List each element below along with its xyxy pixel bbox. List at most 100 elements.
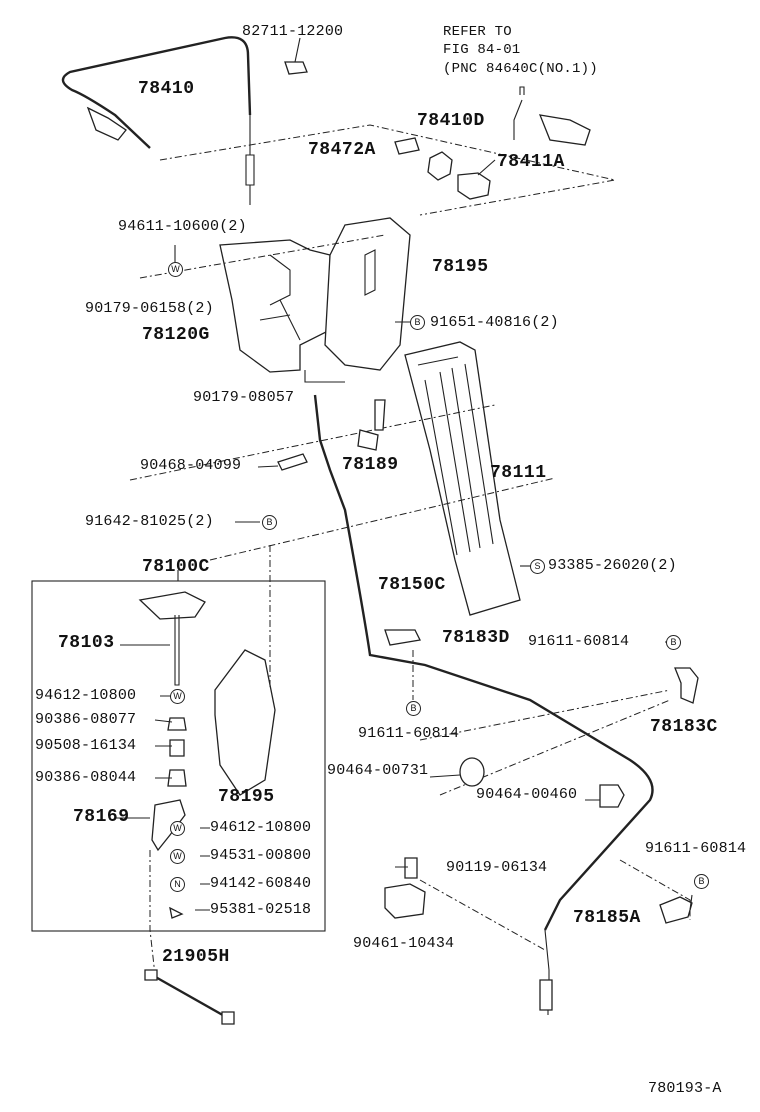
bracket-78183c: [674, 667, 699, 704]
label-90464-00731: 90464-00731: [327, 762, 429, 779]
pedal-ribs: [417, 356, 494, 556]
rod-21905h: [151, 973, 229, 1020]
label-78111: 78111: [490, 463, 547, 483]
label-90461-10434: 90461-10434: [353, 935, 455, 952]
leader-78411a: [477, 159, 496, 176]
label-91642-81025: 91642-81025(2): [85, 513, 214, 530]
leaders-mid: [235, 321, 410, 523]
lever-shaft: [174, 615, 180, 686]
cable-78410: [61, 36, 252, 149]
symbol-b-bolt: B: [406, 701, 421, 716]
label-78411a: 78411A: [497, 152, 565, 172]
label-78169: 78169: [73, 807, 130, 827]
label-78150c: 78150C: [378, 575, 446, 595]
label-91611-60814-c: 91611-60814: [645, 841, 747, 857]
cable-end-fitting: [86, 106, 127, 141]
dash-78169: [149, 850, 156, 976]
label-90179-08057: 90179-08057: [193, 389, 295, 406]
label-93385-26020: 93385-26020(2): [548, 557, 677, 574]
label-78410: 78410: [138, 79, 195, 99]
label-78183d: 78183D: [442, 628, 510, 648]
clamp-90464-00731: [459, 757, 485, 787]
part-95381: [169, 906, 184, 919]
dash-pedal-2: [209, 477, 556, 561]
switch-wire: [513, 86, 525, 140]
leaders-box: [154, 695, 210, 911]
bracket-78183d: [384, 629, 421, 646]
label-78195-lower: 78195: [218, 787, 275, 807]
label-78189: 78189: [342, 455, 399, 475]
label-94611-10600: 94611-10600(2): [118, 218, 247, 235]
label-90386-08044: 90386-08044: [35, 769, 137, 786]
pedal-78111: [404, 341, 521, 616]
bolt-90119: [404, 857, 418, 879]
label-95381-02518: 95381-02518: [210, 901, 312, 918]
label-94612-10800-b: 94612-10800: [210, 819, 312, 836]
label-94531-00800: 94531-00800: [210, 847, 312, 864]
dash-outline-top: [159, 124, 616, 216]
symbol-b-bolt: B: [262, 515, 277, 530]
cable-78150c: [313, 394, 654, 931]
label-91611-60814-a: 91611-60814: [528, 633, 630, 650]
symbol-s-screw: S: [530, 559, 545, 574]
label-78183c: 78183C: [650, 717, 718, 737]
symbol-b-bolt: B: [694, 874, 709, 889]
symbol-b-bolt: B: [666, 635, 681, 650]
part-90508: [169, 739, 185, 757]
label-90468-04099: 90468-04099: [140, 457, 242, 474]
label-90179-06158: 90179-06158(2): [85, 300, 214, 317]
label-21905h: 21905H: [162, 947, 230, 967]
clamp-90464-00460: [599, 784, 625, 808]
label-78472a: 78472A: [308, 140, 376, 160]
label-78100c: 78100C: [142, 557, 210, 577]
cable-rod: [245, 115, 255, 205]
leaders-box-left: [115, 644, 170, 819]
cap-78411a: [457, 172, 491, 200]
dash-78183c: [419, 689, 671, 796]
symbol-n-nut: N: [170, 877, 185, 892]
reference-line-1: REFER TO: [443, 24, 512, 40]
diagram-id: 780193-A: [648, 1080, 722, 1097]
switch-body: [538, 114, 591, 146]
label-78103: 78103: [58, 633, 115, 653]
dash-bottom: [419, 859, 691, 951]
bracket-78185a: [659, 896, 693, 924]
label-78410d: 78410D: [417, 111, 485, 131]
part-90386-08077: [167, 717, 187, 731]
label-91611-60814-b: 91611-60814: [358, 725, 460, 742]
label-90508-16134: 90508-16134: [35, 737, 137, 754]
label-94612-10800-a: 94612-10800: [35, 687, 137, 704]
reference-line-2: FIG 84-01: [443, 42, 521, 58]
label-90464-00460: 90464-00460: [476, 786, 578, 803]
clip-78472a: [394, 137, 420, 155]
bracket-details: [259, 254, 301, 341]
clip-82711: [284, 61, 308, 75]
bracket-slot: [364, 249, 376, 296]
bracket-78195-lower: [214, 649, 276, 796]
label-82711-12200: 82711-12200: [242, 23, 344, 40]
symbol-b-bolt: B: [410, 315, 425, 330]
symbol-w-washer: W: [168, 262, 183, 277]
lever-78103: [138, 591, 206, 620]
symbol-w-washer: W: [170, 849, 185, 864]
part-78169: [151, 799, 186, 852]
bracket-78120g: [219, 239, 331, 373]
dash-pedal-1: [129, 404, 496, 481]
label-90386-08077: 90386-08077: [35, 711, 137, 728]
label-94142-60840: 94142-60840: [210, 875, 312, 892]
label-78195-upper: 78195: [432, 257, 489, 277]
cable-tip: [539, 979, 553, 1011]
part-90386-08044: [167, 769, 187, 787]
label-78185a: 78185A: [573, 908, 641, 928]
bracket-arm: [304, 370, 345, 383]
leader-82711: [294, 37, 301, 63]
bolt-78189: [357, 399, 386, 451]
reference-line-3: (PNC 84640C(NO.1)): [443, 61, 598, 77]
label-90119-06134: 90119-06134: [446, 859, 548, 876]
symbol-w-washer: W: [170, 821, 185, 836]
clip-90461: [384, 883, 426, 919]
label-78120g: 78120G: [142, 325, 210, 345]
symbol-w-washer: W: [170, 689, 185, 704]
